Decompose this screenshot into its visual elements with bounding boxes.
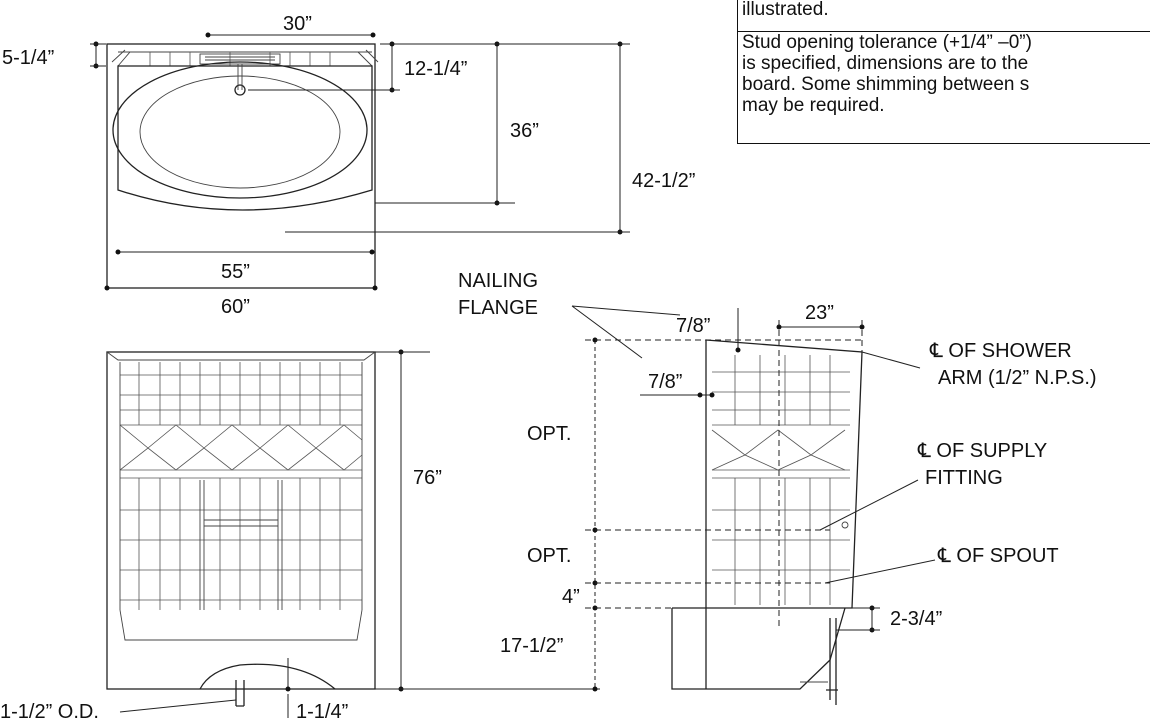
cl-shower-arm-line2: ARM (1/2” N.P.S.) xyxy=(938,367,1097,389)
dim-flange-top: 7/8” xyxy=(676,315,710,337)
nailing-flange-label-line1: NAILING xyxy=(458,270,538,292)
opt-lower-label: OPT. xyxy=(527,545,571,567)
note-line-2: is specified, dimensions are to the xyxy=(742,53,1029,74)
dim-76: 76” xyxy=(413,467,442,489)
dim-30: 30” xyxy=(283,13,312,35)
cl-supply-line1: ℄ OF SUPPLY xyxy=(917,440,1047,462)
cl-shower-arm-line1: ℄ OF SHOWER xyxy=(929,340,1072,362)
dim-42-1-2: 42-1/2” xyxy=(632,170,695,192)
drain-od-label: 1-1/2” O.D. xyxy=(0,701,99,723)
dim-4: 4” xyxy=(562,586,580,608)
top-plan-view xyxy=(90,32,630,291)
nailing-flange-label-line2: FLANGE xyxy=(458,297,538,319)
dim-23: 23” xyxy=(805,302,834,324)
note-line-3: board. Some shimming between s xyxy=(742,74,1030,95)
opt-upper-label: OPT. xyxy=(527,423,571,445)
drain-offset-label: 1-1/4” xyxy=(296,701,348,723)
note-line-4: may be required. xyxy=(742,95,885,116)
dim-17-1-2: 17-1/2” xyxy=(500,635,563,657)
cl-supply-line2: FITTING xyxy=(925,467,1003,489)
installation-note-box: illustrated. Stud opening tolerance (+1/… xyxy=(737,0,1150,144)
front-elevation-view xyxy=(106,349,600,718)
cl-spout-label: ℄ OF SPOUT xyxy=(937,545,1059,567)
dim-2-3-4: 2-3/4” xyxy=(890,608,942,630)
dim-5-1-4: 5-1/4” xyxy=(2,47,54,69)
dim-flange-side: 7/8” xyxy=(648,371,682,393)
dim-55: 55” xyxy=(221,261,250,283)
dim-36: 36” xyxy=(510,120,539,142)
side-elevation-view xyxy=(571,305,936,705)
dim-60: 60” xyxy=(221,296,250,318)
note-line-1: Stud opening tolerance (+1/4” –0”) xyxy=(742,32,1032,53)
dim-12-1-4: 12-1/4” xyxy=(404,58,467,80)
note-line-illustrated: illustrated. xyxy=(738,0,1150,32)
